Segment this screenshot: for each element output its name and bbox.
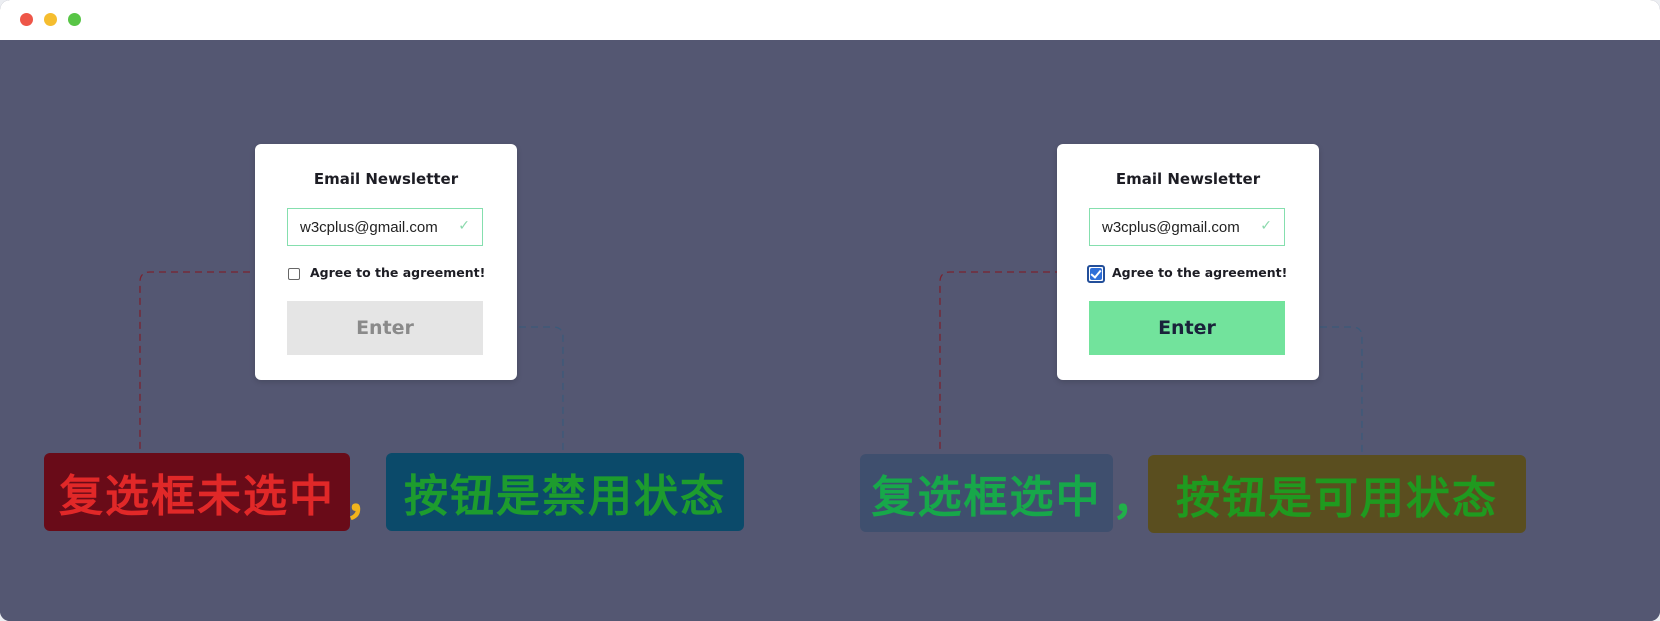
- valid-check-icon: ✓: [458, 218, 470, 234]
- newsletter-card-checked: Email Newsletter w3cplus@gmail.com ✓ Agr…: [1057, 144, 1319, 380]
- right-button-connector: [1284, 326, 1363, 452]
- minimize-dot[interactable]: [44, 13, 57, 26]
- email-field[interactable]: w3cplus@gmail.com ✓: [1089, 208, 1285, 246]
- checkmark-icon: [1090, 268, 1102, 280]
- content-canvas: Email Newsletter w3cplus@gmail.com ✓ Agr…: [0, 40, 1660, 621]
- connector-lines: [139, 269, 1363, 452]
- agreement-checkbox[interactable]: [288, 268, 300, 280]
- agreement-checkbox-checked[interactable]: [1087, 265, 1105, 283]
- annotation-checkbox-unchecked: 复选框未选中: [44, 453, 350, 531]
- title-bar: [0, 0, 1660, 41]
- enter-button-disabled[interactable]: Enter: [287, 301, 483, 355]
- right-checkbox-connector: [939, 271, 1098, 452]
- agreement-label: Agree to the agreement!: [310, 265, 486, 280]
- close-dot[interactable]: [20, 13, 33, 26]
- annotation-comma: ，: [345, 474, 389, 525]
- zoom-dot[interactable]: [68, 13, 81, 26]
- left-checkbox-connector: [139, 271, 286, 452]
- annotation-button-enabled: 按钮是可用状态: [1148, 455, 1526, 533]
- left-button-connector: [483, 326, 564, 452]
- annotation-button-disabled: 按钮是禁用状态: [386, 453, 744, 531]
- card-title: Email Newsletter: [313, 170, 459, 188]
- card-title: Email Newsletter: [1115, 170, 1261, 188]
- email-value: w3cplus@gmail.com: [300, 219, 438, 236]
- agreement-label: Agree to the agreement!: [1112, 265, 1288, 280]
- annotation-checkbox-checked: 复选框选中: [860, 454, 1113, 532]
- valid-check-icon: ✓: [1260, 218, 1272, 234]
- email-value: w3cplus@gmail.com: [1102, 219, 1240, 236]
- email-field[interactable]: w3cplus@gmail.com ✓: [287, 208, 483, 246]
- enter-button-enabled[interactable]: Enter: [1089, 301, 1285, 355]
- newsletter-card-unchecked: Email Newsletter w3cplus@gmail.com ✓ Agr…: [255, 144, 517, 380]
